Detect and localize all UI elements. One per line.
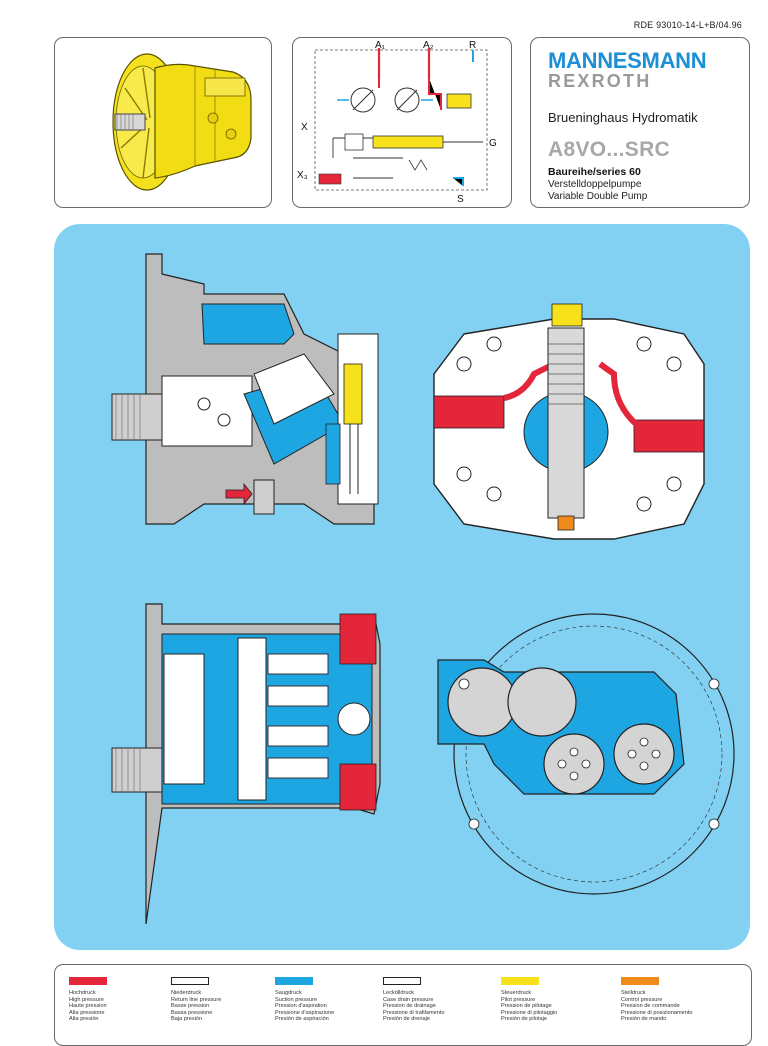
legend-swatch <box>275 977 313 985</box>
legend-item-case-drain-pressure: Leckölldruck Case drain pressure Pressio… <box>383 977 493 1023</box>
sectional-drawings-panel <box>54 224 750 950</box>
circuit-label-r: R <box>469 40 476 51</box>
legend-swatch <box>501 977 539 985</box>
legend-swatch <box>383 977 421 985</box>
pump-illustration <box>112 53 252 191</box>
brand-name-line2: REXROTH <box>548 71 652 91</box>
circuit-label-a1: A₁ <box>375 40 386 51</box>
legend-item-control-pressure: Stelldruck Control pressure Pression de … <box>621 977 731 1023</box>
subtitle-english: Variable Double Pump <box>548 191 648 202</box>
color-legend: Hochdruck High pressure Haute pression A… <box>54 964 752 1046</box>
longitudinal-section-drawing <box>111 253 379 525</box>
circuit-label-a2: A₂ <box>423 40 434 51</box>
circuit-label-x: X <box>301 122 308 133</box>
double-rotary-group-drawing <box>111 603 381 925</box>
manufacturer-name: Brueninghaus Hydromatik <box>548 110 698 125</box>
model-number: A8VO...SRC <box>548 138 671 161</box>
legend-swatch <box>171 977 209 985</box>
brand-name-line1: MANNESMANN <box>548 48 707 73</box>
document-reference: RDE 93010-14-L+B/04.96 <box>633 20 742 30</box>
subtitle-german: Verstelldoppelpumpe <box>548 179 642 190</box>
title-box: MANNESMANN REXROTH Brueninghaus Hydromat… <box>530 37 750 208</box>
legend-item-pilot-pressure: Steuerdruck Pilot pressure Pression de p… <box>501 977 611 1023</box>
circuit-label-x3: X₃ <box>297 170 308 181</box>
legend-swatch <box>621 977 659 985</box>
hydraulic-circuit-diagram: A₁ A₂ R X G X₃ S <box>297 40 497 205</box>
cross-section-drawing <box>433 303 705 540</box>
legend-item-high-pressure: Hochdruck High pressure Haute pression A… <box>69 977 179 1023</box>
legend-swatch <box>69 977 107 985</box>
legend-item-suction-pressure: Saugdruck Suction pressure Pression d'as… <box>275 977 385 1023</box>
hydraulic-circuit-box: A₁ A₂ R X G X₃ S <box>292 37 512 208</box>
gear-end-view-drawing <box>437 613 735 895</box>
series-label: Baureihe/series 60 <box>548 166 641 178</box>
circuit-label-s: S <box>457 194 464 205</box>
circuit-label-g: G <box>489 138 497 149</box>
pump-illustration-box <box>54 37 272 208</box>
legend-item-return-pressure: Niederdruck Return line pressure Basse p… <box>171 977 281 1023</box>
